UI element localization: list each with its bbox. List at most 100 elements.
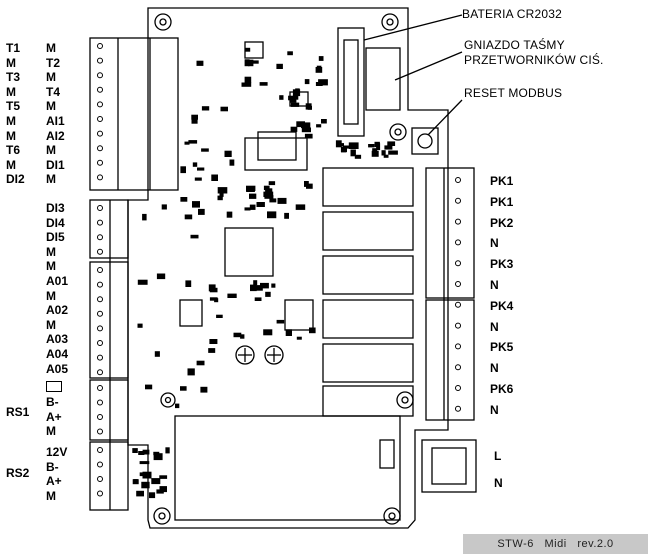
smd-component (211, 174, 218, 181)
relay-2 (322, 211, 414, 251)
smd-component (180, 386, 187, 391)
smd-component (209, 287, 218, 293)
smd-component (292, 89, 301, 97)
terminal-screw (97, 354, 103, 361)
terminal-screw (455, 364, 461, 371)
smd-component (288, 95, 296, 101)
smd-component (335, 140, 342, 148)
smd-component (255, 285, 263, 291)
left-mid-label: DI4 (46, 215, 65, 230)
terminal-screw (97, 340, 103, 346)
rs1-pin-label: A+ (46, 409, 62, 424)
smd-component (201, 106, 210, 111)
callout-ribbon-line1: GNIAZDO TAŚMY (464, 38, 565, 52)
smd-component (304, 79, 310, 85)
smd-component (139, 461, 150, 465)
terminal-screw (455, 322, 461, 329)
left-mid-label: DI5 (46, 230, 65, 245)
smd-component (194, 177, 202, 181)
terminal-screw (455, 385, 461, 391)
terminal-screw (455, 218, 461, 225)
smd-component (198, 208, 205, 215)
smd-component (161, 204, 167, 210)
smd-component (260, 282, 269, 289)
terminal-screw (97, 281, 103, 288)
smd-component (250, 284, 257, 292)
relay-3 (322, 255, 414, 295)
rs2-label: RS2 (6, 466, 30, 480)
smd-component (153, 453, 163, 461)
smd-component (267, 211, 277, 219)
terminal-screw (455, 239, 461, 246)
callout-battery: BATERIA CR2032 (462, 7, 562, 21)
left-label-b: M (46, 143, 56, 158)
battery-holder (337, 27, 365, 137)
smd-component (187, 368, 195, 376)
smd-component (244, 76, 252, 84)
smd-component (383, 154, 389, 158)
smd-component (227, 293, 237, 298)
smd-component (137, 279, 148, 285)
smd-component (316, 124, 322, 128)
callout-reset: RESET MODBUS (464, 86, 563, 100)
terminal-screw (97, 428, 103, 435)
smd-component (153, 451, 160, 456)
smd-component (384, 145, 393, 150)
pcb-outline (127, 7, 449, 529)
right-pin-label: PK2 (490, 215, 514, 230)
smd-component (220, 106, 228, 112)
smd-component (387, 141, 396, 146)
terminal-block-pk-top (425, 167, 475, 299)
smd-component (175, 403, 180, 409)
rs1-pin-label: M (46, 424, 56, 438)
terminal-screw (97, 267, 103, 273)
left-label-a: T3 (6, 70, 21, 85)
psu-module (174, 415, 401, 521)
smd-component (192, 162, 198, 167)
terminal-screw (97, 325, 103, 332)
smd-component (256, 202, 265, 207)
left-label-a: M (6, 55, 16, 70)
rs1-label: RS1 (6, 405, 30, 419)
terminal-screw (97, 310, 103, 317)
terminal-screw (455, 405, 461, 412)
left-label-a: M (6, 157, 16, 172)
smd-component (248, 59, 254, 67)
smd-component (250, 60, 259, 64)
smd-component (287, 51, 293, 56)
smd-component (268, 181, 276, 186)
smd-component (159, 475, 168, 479)
smd-component (209, 297, 218, 301)
right-pin-label: N (490, 361, 499, 376)
smd-component (132, 448, 138, 453)
mount-hole-br (396, 391, 414, 409)
right-pin-label: PK5 (490, 340, 514, 355)
mount-hole-tl (154, 13, 172, 31)
smd-component (249, 193, 257, 199)
terminal-screw (455, 260, 461, 267)
terminal-screw (97, 116, 103, 122)
smd-component (145, 384, 153, 390)
smd-component (279, 95, 284, 100)
smd-component (295, 88, 300, 92)
right-pin-label: PK6 (490, 382, 514, 396)
smd-component (142, 449, 150, 455)
smd-component (276, 319, 285, 324)
smd-component (371, 150, 379, 157)
smd-component (196, 60, 204, 66)
right-pin-label: PK1 (490, 194, 514, 209)
smd-component (374, 141, 380, 148)
smd-component (184, 214, 193, 220)
smd-component (216, 314, 223, 318)
left-label-a: M (6, 128, 16, 143)
left-mid-label: M (46, 288, 56, 303)
terminal-screw (97, 385, 103, 391)
smd-component (265, 291, 271, 297)
smd-component (290, 98, 297, 103)
smd-component (354, 154, 362, 159)
left-mid-label: A05 (46, 361, 69, 376)
smd-component (269, 198, 277, 203)
terminal-screw (97, 476, 103, 482)
terminal-block-top (89, 37, 179, 191)
